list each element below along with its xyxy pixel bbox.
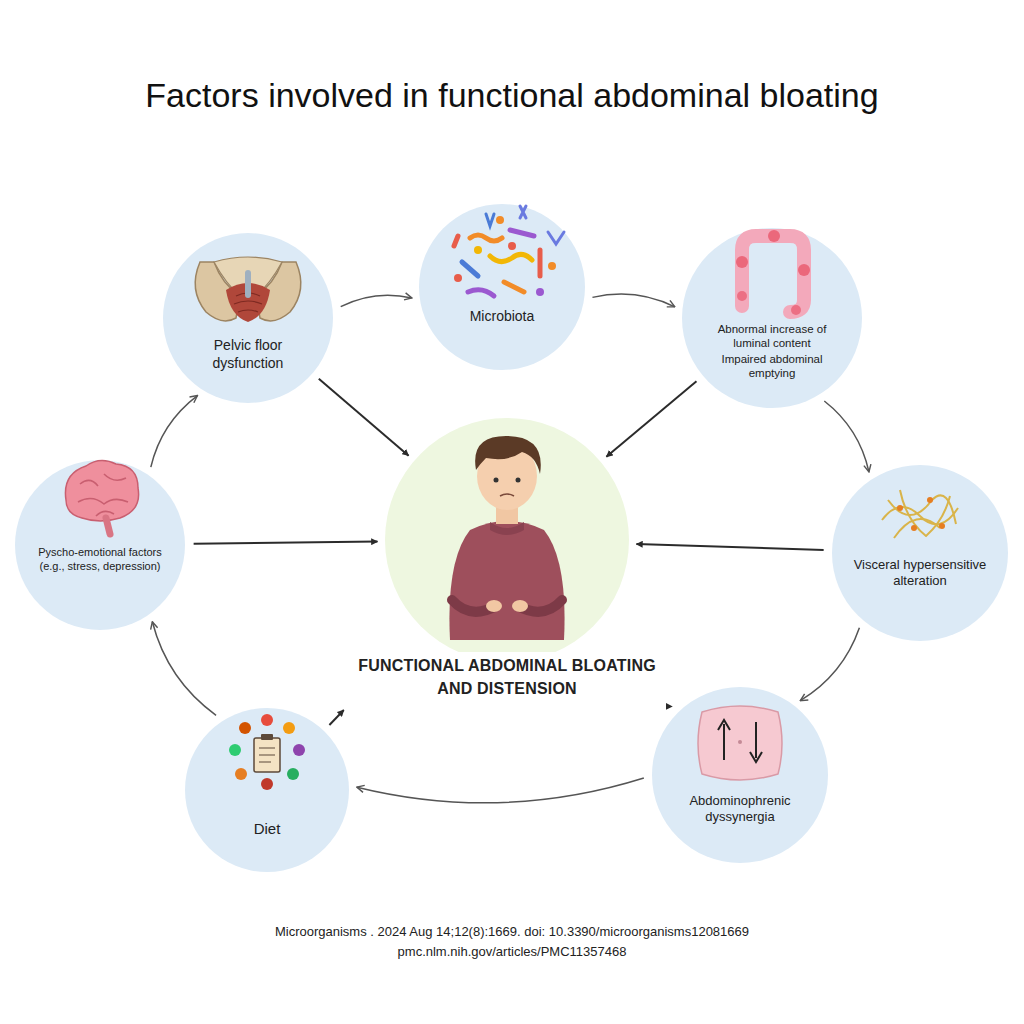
cause-arrow: [319, 379, 409, 456]
title: Factors involved in functional abdominal…: [20, 76, 1004, 115]
factor-label: Pyscho-emotional factors (e.g., stress, …: [30, 546, 170, 574]
pelvis-illustration: [195, 257, 301, 322]
factor-circle: Abnormal increase of luminal contentImpa…: [682, 228, 862, 408]
factor-label: Abdominophrenic dyssynergia: [670, 793, 810, 826]
circle-outline: [185, 708, 349, 872]
factor-label: Microbiota: [437, 308, 567, 326]
factor-circle: Pyscho-emotional factors (e.g., stress, …: [15, 460, 185, 630]
cycle-arrow: [357, 778, 644, 803]
factor-label: Pelvic floor dysfunction: [183, 337, 313, 372]
factor-circle: Pelvic floor dysfunction: [163, 233, 333, 403]
circle-outline: [163, 233, 333, 403]
factor-label: Impaired abdominal emptying: [710, 352, 834, 381]
microbiota-illustration: [454, 206, 564, 296]
central-circle: FUNCTIONAL ABDOMINAL BLOATING AND DISTEN…: [320, 418, 694, 698]
abdomen-illustration: [698, 706, 782, 780]
cause-arrow: [329, 710, 343, 725]
factor-label: Visceral hypersensitive alteration: [840, 557, 1000, 590]
central-label: FUNCTIONAL ABDOMINAL BLOATING AND DISTEN…: [338, 652, 676, 702]
factor-circle: Diet: [185, 708, 349, 872]
nerve-illustration: [882, 490, 958, 538]
circle-outline: [419, 204, 585, 370]
person-illustration: [449, 436, 564, 640]
cause-arrow: [194, 542, 378, 544]
cycle-arrow: [151, 396, 198, 468]
cycle-arrow: [800, 628, 859, 701]
brain-illustration: [65, 460, 138, 534]
factor-label: Abnormal increase of luminal content: [710, 322, 834, 351]
circle-outline: [682, 228, 862, 408]
caption: Microorganisms . 2024 Aug 14;12(8):1669.…: [262, 922, 762, 961]
circle-outline: [652, 687, 828, 863]
cycle-arrow: [592, 294, 674, 307]
cycle-arrow: [152, 622, 216, 716]
colon-illustration: [736, 230, 810, 315]
circle-outline: [832, 465, 1008, 641]
circle-outline: [15, 460, 185, 630]
factor-circle: Abdominophrenic dyssynergia: [652, 687, 828, 863]
factor-circle: Visceral hypersensitive alteration: [832, 465, 1008, 641]
cause-arrow: [606, 381, 696, 456]
cycle-arrow: [341, 295, 412, 306]
diet-illustration: [229, 714, 305, 790]
factor-circle: Microbiota: [419, 204, 585, 370]
cycle-arrow: [824, 401, 869, 472]
factor-label: Diet: [207, 820, 327, 839]
cause-arrow: [636, 544, 823, 550]
